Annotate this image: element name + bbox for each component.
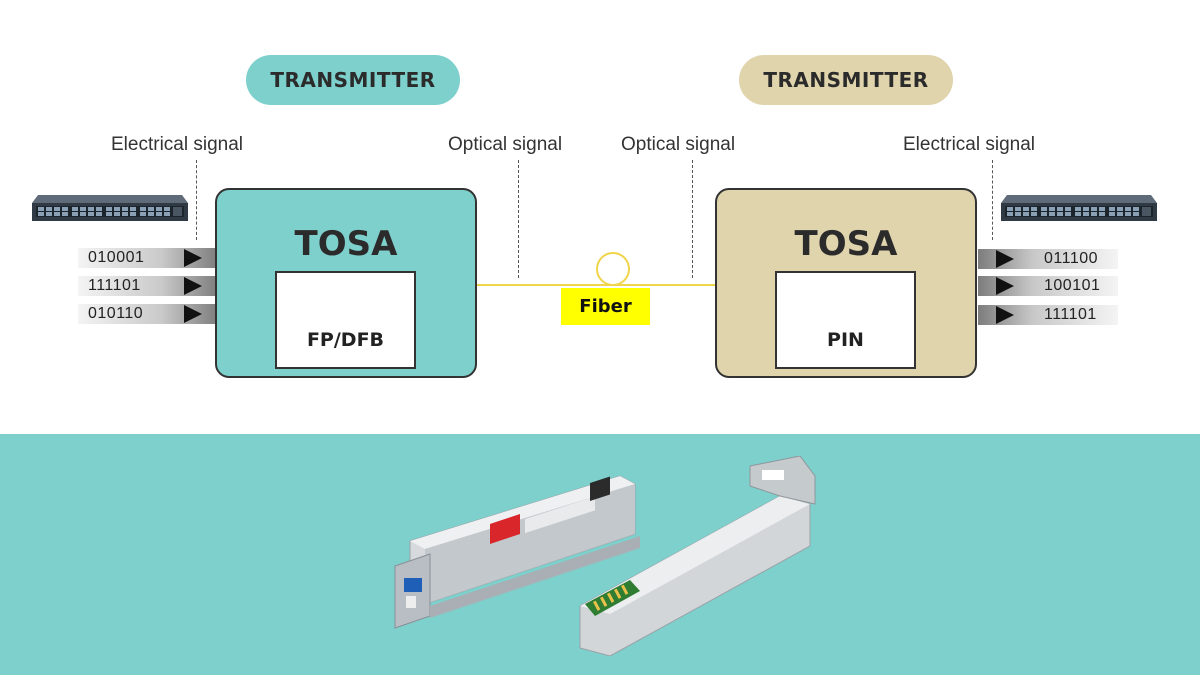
left-tosa-box: TOSA FP/DFB [215,188,477,378]
fiber-line [476,284,718,286]
left-fp-dfb-component: FP/DFB [275,271,416,369]
right-optical-signal-label: Optical signal [621,134,736,155]
right-network-switch-icon [1001,195,1157,221]
right-transmitter-pill: TRANSMITTER [739,55,953,105]
fiber-loop-icon [596,252,630,286]
left-bit-value-2: 111101 [88,277,141,294]
left-tosa-title: TOSA [294,224,398,264]
fiber-tag: Fiber [561,288,650,325]
left-bit-value-3: 010110 [88,305,144,322]
right-tosa-box: TOSA PIN [715,188,977,378]
sfp-module-front [394,475,640,629]
left-bit-row-2: 111101 [78,276,218,296]
left-arrow-right-icon-3 [184,305,202,323]
right-bit-value-1: 011100 [1044,250,1099,267]
right-arrow-right-icon-2 [996,277,1014,295]
right-bit-value-3: 111101 [1044,306,1097,323]
right-pin-component: PIN [775,271,916,369]
right-bit-value-2: 100101 [1044,277,1101,294]
left-inner-label: FP/DFB [306,329,385,351]
sfp-transceiver-module-icon [394,456,816,656]
right-optical-leader [692,160,693,278]
right-tosa-title: TOSA [794,224,898,264]
left-electrical-signal-label: Electrical signal [111,134,243,155]
right-arrow-right-icon-1 [996,250,1014,268]
left-bit-row-1: 010001 [78,248,218,268]
right-electrical-leader [992,160,993,240]
left-optical-signal-label: Optical signal [448,134,563,155]
right-transmitter-label: TRANSMITTER [763,68,929,92]
bottom-panel [0,434,1200,675]
left-bit-value-1: 010001 [88,249,145,266]
left-arrow-right-icon-2 [184,277,202,295]
left-transmitter-label: TRANSMITTER [270,68,436,92]
left-optical-leader [518,160,519,278]
left-network-switch-icon [32,195,188,221]
left-bit-row-3: 010110 [78,304,218,324]
right-electrical-signal-label: Electrical signal [903,134,1035,155]
left-transmitter-pill: TRANSMITTER [246,55,460,105]
sfp-module-rear [579,456,816,656]
left-electrical-leader [196,160,197,240]
left-arrow-right-icon-1 [184,249,202,267]
right-arrow-right-icon-3 [996,306,1014,324]
fiber-label: Fiber [579,296,632,317]
right-inner-label: PIN [827,329,864,351]
